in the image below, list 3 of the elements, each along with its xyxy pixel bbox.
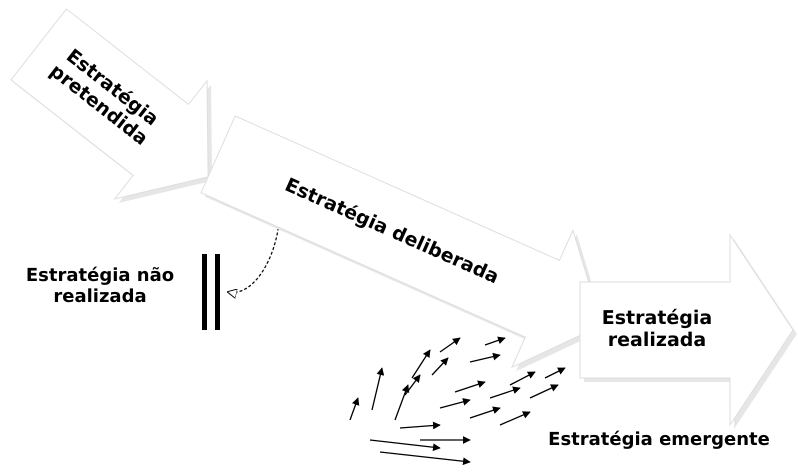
arrow — [226, 227, 279, 298]
node-label: Estratégia não realizada — [24, 266, 176, 308]
node-label: Estratégia emergente — [547, 430, 771, 451]
